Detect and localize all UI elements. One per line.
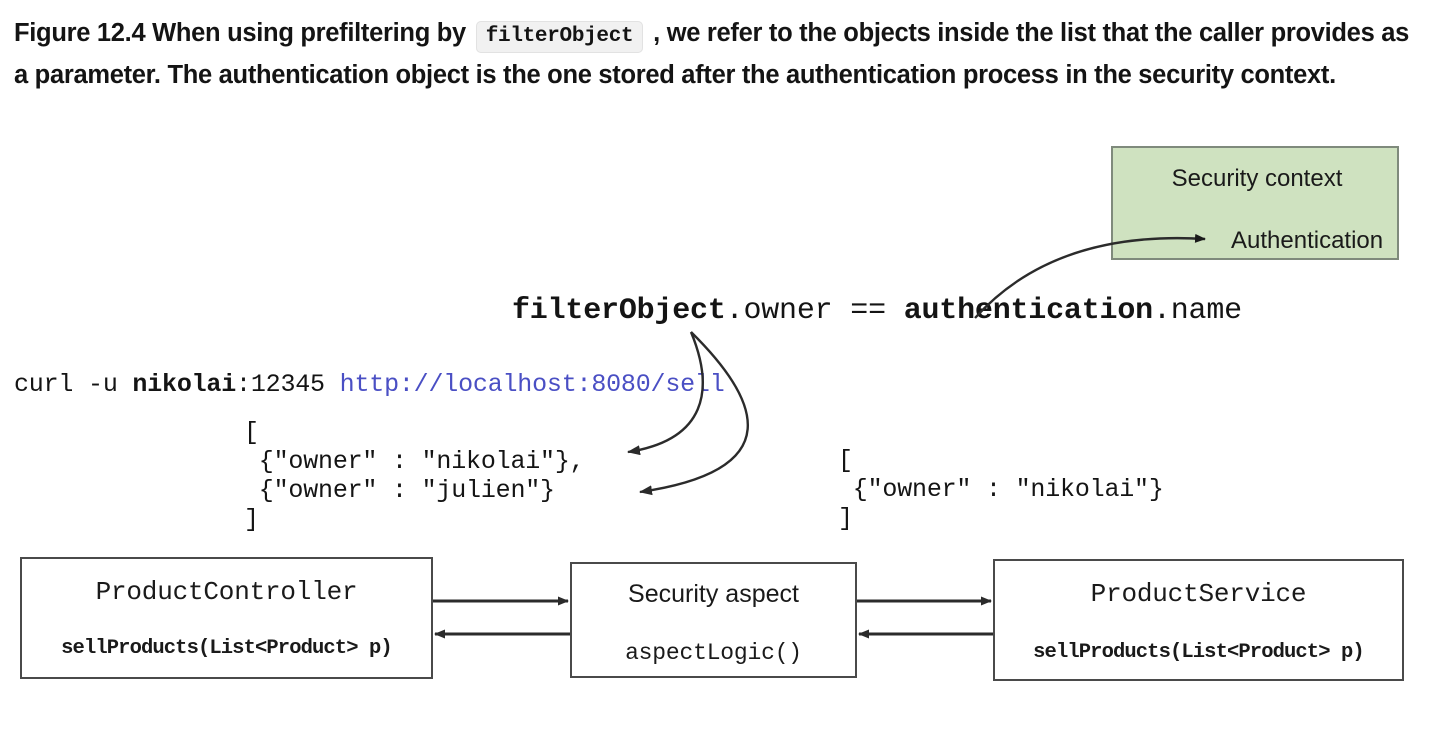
caption-code-badge: filterObject — [475, 21, 644, 53]
curl-password: :12345 — [236, 370, 340, 399]
arrow-filter-object-to-item-2 — [639, 331, 750, 496]
security-aspect-method: aspectLogic() — [625, 640, 802, 666]
expression-authentication: authentication — [903, 294, 1153, 328]
json-input-list: [ {"owner" : "nikolai"}, {"owner" : "jul… — [244, 418, 585, 534]
product-controller-title: ProductController — [95, 577, 358, 607]
component-box-product-service: ProductService sellProducts(List<Product… — [993, 559, 1404, 681]
curl-url: http://localhost:8080/sell — [339, 370, 725, 399]
json-output-list: [ {"owner" : "nikolai"} ] — [838, 446, 1164, 533]
expression-filter-property: .owner — [725, 294, 833, 328]
caption-suffix: , we refer to the objects inside the lis… — [14, 19, 1409, 89]
component-box-security-aspect: Security aspect aspectLogic() — [570, 562, 857, 678]
security-context-title: Security context — [1171, 165, 1343, 192]
caption-prefix: Figure 12.4 When using prefiltering by — [14, 19, 466, 47]
component-box-product-controller: ProductController sellProducts(List<Prod… — [20, 557, 433, 679]
expression-auth-property: .name — [1152, 294, 1242, 328]
figure-caption: Figure 12.4 When using prefiltering by f… — [14, 14, 1414, 95]
product-service-title: ProductService — [1090, 579, 1307, 609]
security-context-authentication-label: Authentication — [1231, 227, 1384, 254]
expression-operator: == — [832, 294, 904, 328]
expression-filter-object: filterObject — [512, 294, 726, 328]
product-service-method: sellProducts(List<Product> p) — [1033, 641, 1365, 664]
product-controller-method: sellProducts(List<Product> p) — [61, 637, 393, 660]
curl-command: curl -u nikolai:12345 http://localhost:8… — [14, 370, 725, 399]
security-context-box: Security context Authentication — [1111, 146, 1399, 260]
spel-expression: filterObject.owner == authentication.nam… — [512, 294, 1242, 328]
curl-command-prefix: curl -u — [14, 370, 133, 399]
security-aspect-title: Security aspect — [628, 580, 799, 608]
curl-username: nikolai — [132, 370, 237, 399]
